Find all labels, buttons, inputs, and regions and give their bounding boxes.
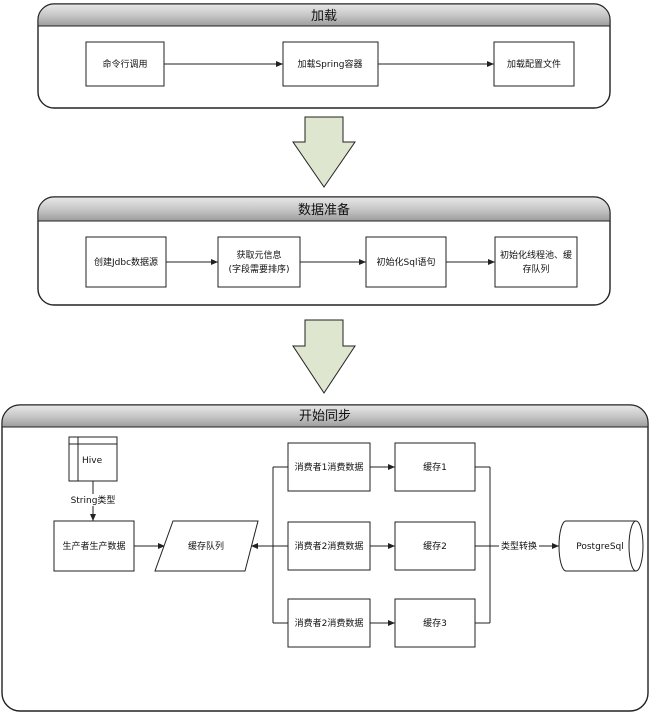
node-load-config-label: 加载配置文件 xyxy=(507,58,561,70)
node-cli-call xyxy=(85,41,165,87)
node-get-metadata xyxy=(217,236,301,288)
node-init-sql xyxy=(365,236,447,288)
node-cache-3 xyxy=(394,598,476,648)
node-init-threadpool xyxy=(494,236,578,288)
node-consumer-2 xyxy=(287,521,371,571)
section-sync-title: 开始同步 xyxy=(299,409,351,424)
node-producer-label: 生产者生产数据 xyxy=(62,540,125,552)
postgres-label: PostgreSql xyxy=(576,542,624,552)
section-prepare-header xyxy=(37,196,611,222)
type-convert-label-bg xyxy=(499,540,539,552)
section-sync-header xyxy=(1,404,649,428)
postgres-db-icon xyxy=(558,520,644,572)
node-consumer-2-label: 消费者2消费数据 xyxy=(295,540,364,552)
node-get-metadata-note: (字段需要排序) xyxy=(228,263,289,275)
node-cache-3-label: 缓存3 xyxy=(423,617,447,629)
node-producer xyxy=(53,520,135,572)
big-down-arrow-1 xyxy=(292,116,356,188)
type-convert-label: 类型转换 xyxy=(501,540,537,552)
node-consumer-1-label: 消费者1消费数据 xyxy=(295,461,364,473)
section-prepare-title: 数据准备 xyxy=(298,202,350,218)
section-sync: 开始同步 Hive String类型 生产者生产数据 缓存队列 消费者1消费数据… xyxy=(1,404,649,712)
big-down-arrow-2 xyxy=(292,319,356,394)
section-prepare: 数据准备 创建Jdbc数据源 获取元信息 (字段需要排序) 初始化Sql语句 初… xyxy=(37,196,611,306)
node-load-spring-label: 加载Spring容器 xyxy=(297,58,362,70)
node-cache-queue xyxy=(154,520,259,572)
node-init-threadpool-label: 初始化线程池、缓 xyxy=(500,249,572,261)
string-type-label: String类型 xyxy=(71,494,116,506)
node-consumer-3 xyxy=(287,598,371,648)
node-cache-2 xyxy=(394,521,476,571)
node-consumer-3-label: 消费者2消费数据 xyxy=(295,617,364,629)
node-get-metadata-label: 获取元信息 xyxy=(236,249,281,261)
hive-label: Hive xyxy=(82,456,103,466)
node-consumer-1 xyxy=(287,442,371,492)
node-cache-1-label: 缓存1 xyxy=(423,461,447,473)
node-cache-2-label: 缓存2 xyxy=(423,540,447,552)
node-cli-call-label: 命令行调用 xyxy=(102,58,147,70)
node-cache-queue-label: 缓存队列 xyxy=(188,540,224,552)
section-load-header xyxy=(37,3,611,27)
section-load: 加载 命令行调用 加载Spring容器 加载配置文件 xyxy=(37,3,611,109)
node-init-threadpool-label-2: 存队列 xyxy=(522,263,549,275)
node-init-sql-label: 初始化Sql语句 xyxy=(377,256,436,268)
node-create-jdbc-label: 创建Jdbc数据源 xyxy=(94,256,158,268)
hive-table-icon xyxy=(68,436,118,482)
node-create-jdbc xyxy=(85,236,167,288)
section-load-title: 加载 xyxy=(311,9,337,24)
